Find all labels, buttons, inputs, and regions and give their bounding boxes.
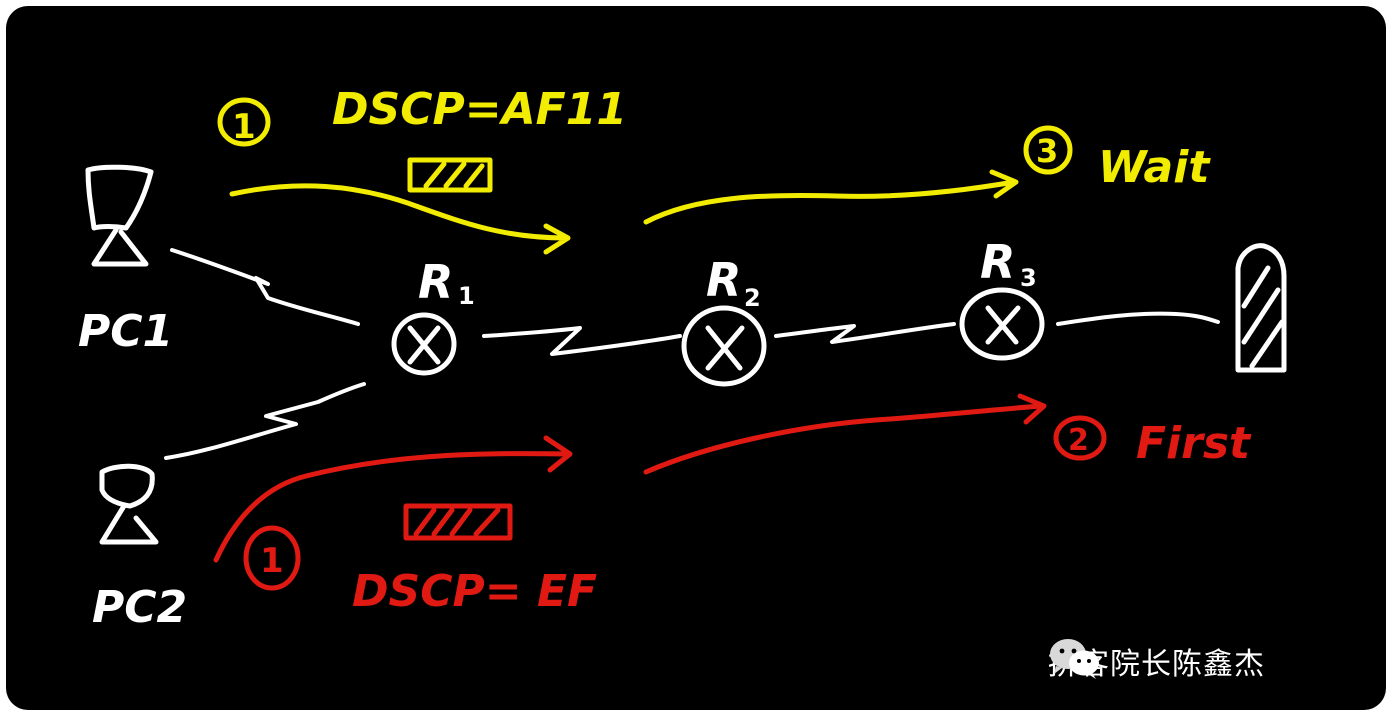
yellow-status-label: Wait [1098,142,1211,193]
pc1-label: PC1 [78,306,173,357]
router-r2-icon [681,305,767,387]
link-r1-r2 [482,326,682,356]
router-r1-icon [391,312,457,376]
red-step1-circle [243,525,301,591]
server-icon [1235,243,1287,373]
yellow-step3-number: 3 [1036,132,1058,170]
router-r3-icon [959,287,1045,361]
wechat-icon [1050,639,1099,679]
router-r2-label: R [706,253,741,307]
yellow-arrow-2 [643,169,1019,225]
red-arrow-2 [643,393,1047,475]
link-r3-server [1056,311,1220,326]
pc2-label: PC2 [92,582,187,633]
pc2-icon [99,463,159,545]
router-r3-label: R [980,235,1015,289]
router-r3-subscript: 3 [1020,264,1037,292]
diagram-board: PC1 PC2 R 1 R 2 R 3 [6,6,1386,710]
yellow-packet-icon [407,157,493,193]
red-step2-circle [1053,415,1107,461]
router-r3: R 3 [959,235,1045,361]
router-r1-label: R [418,255,453,309]
watermark: 拼客院长陈鑫杰 [1048,636,1265,686]
router-r2-subscript: 2 [744,284,761,312]
link-pc1-r1 [170,248,360,326]
yellow-step1-circle [217,97,271,147]
red-status-label: First [1136,418,1252,469]
network-diagram: PC1 PC2 R 1 R 2 R 3 [78,84,1287,633]
router-r2: R 2 [681,253,767,387]
router-r1: R 1 [391,255,475,376]
yellow-arrow-1 [229,183,571,255]
router-r1-subscript: 1 [458,282,475,310]
link-r2-r3 [774,322,956,344]
pc1-icon [85,164,154,267]
red-dscp-label: DSCP= EF [352,566,597,617]
red-packet-icon [403,503,513,541]
yellow-step3-circle [1023,125,1073,175]
red-arrow-1 [213,435,573,563]
link-pc2-r1 [164,382,366,460]
yellow-step1-number: 1 [232,107,256,147]
yellow-dscp-label: DSCP=AF11 [332,84,627,135]
red-step2-number: 2 [1068,423,1089,458]
red-step1-number: 1 [260,541,284,581]
